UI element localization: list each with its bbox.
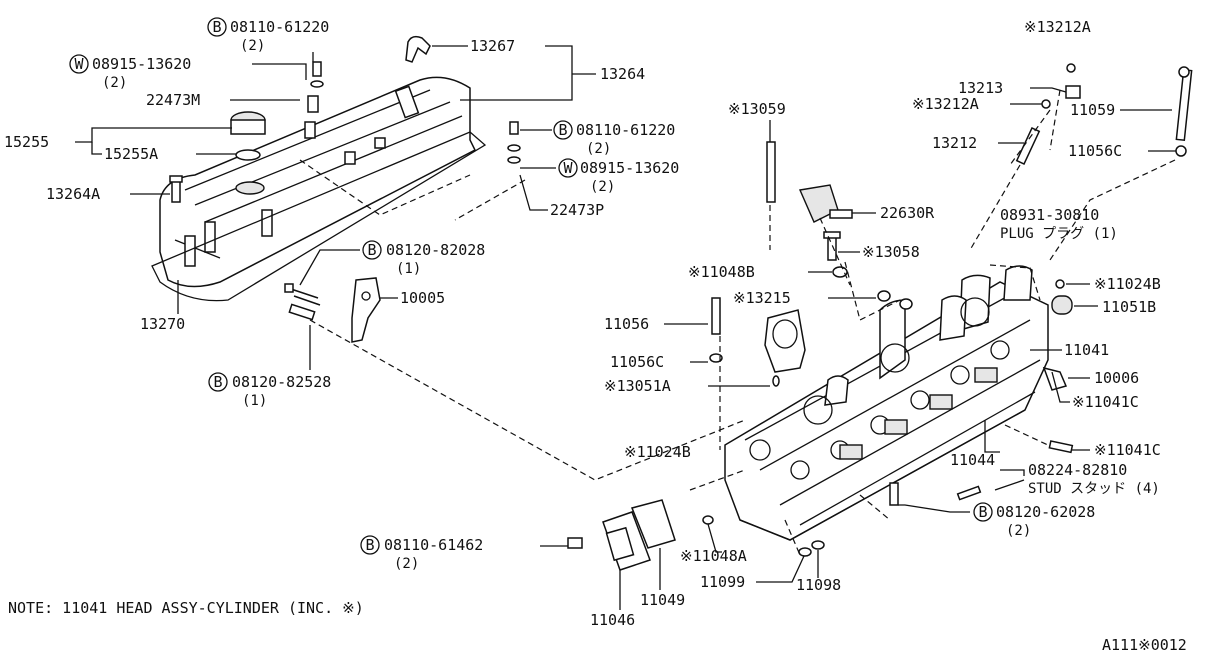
callout-11024b-right: ※11024B xyxy=(1094,275,1161,293)
bolt-marker: B xyxy=(362,240,382,260)
washer-marker: W xyxy=(558,158,578,178)
callout-15255: 15255 xyxy=(4,133,49,151)
bolt-marker: B xyxy=(208,372,228,392)
callout-qty: (2) xyxy=(586,141,611,157)
svg-text:B: B xyxy=(212,18,221,36)
callout-08224-82810: 08224-82810 xyxy=(1028,461,1127,479)
callout-08915-13620-mid: 08915-13620 xyxy=(580,159,679,177)
callout-11048b: ※11048B xyxy=(688,263,755,281)
bolt-marker: B xyxy=(360,535,380,555)
callout-13212a-mid: ※13212A xyxy=(912,95,979,113)
callout-08120-62028: 08120-62028 xyxy=(996,503,1095,521)
callout-11024b-left: ※11024B xyxy=(624,443,691,461)
callout-11046: 11046 xyxy=(590,611,635,629)
callout-13059: ※13059 xyxy=(728,100,786,118)
callout-08120-82528: 08120-82528 xyxy=(232,373,331,391)
callout-08110-61220-top: 08110-61220 xyxy=(230,18,329,36)
lifting-bracket xyxy=(284,277,381,343)
callout-qty: (2) xyxy=(102,75,127,91)
bolt-marker: B xyxy=(553,120,573,140)
callout-11056c: 11056C xyxy=(610,353,664,371)
callout-qty: (2) xyxy=(240,38,265,54)
svg-text:B: B xyxy=(367,241,376,259)
callout-qty: (1) xyxy=(242,393,267,409)
svg-text:B: B xyxy=(558,121,567,139)
cylinder-head xyxy=(724,265,1049,541)
callout-22473p: 22473P xyxy=(550,201,604,219)
callout-13212a-top: ※13212A xyxy=(1024,18,1091,36)
callout-13215: ※13215 xyxy=(733,289,791,307)
callout-stud: STUD スタッド (4) xyxy=(1028,481,1160,497)
callout-qty: (2) xyxy=(394,556,419,572)
callout-11099: 11099 xyxy=(700,573,745,591)
callout-08110-61220-mid: 08110-61220 xyxy=(576,121,675,139)
cover-bolts xyxy=(169,61,521,203)
leader-lines xyxy=(75,45,1176,610)
stud-and-bolts xyxy=(567,440,1074,557)
callout-13058: ※13058 xyxy=(862,243,920,261)
callout-11098: 11098 xyxy=(796,576,841,594)
rocker-cover-gasket xyxy=(151,131,487,302)
callout-11048a: ※11048A xyxy=(680,547,747,565)
callout-13270: 13270 xyxy=(140,315,185,333)
svg-text:W: W xyxy=(74,55,84,73)
callout-11044: 11044 xyxy=(950,451,995,469)
callout-13212: 13212 xyxy=(932,134,977,152)
dashed-guide-lines xyxy=(299,89,1176,556)
figure-id: A111※0012 xyxy=(1102,636,1187,654)
callout-11041c-right: ※11041C xyxy=(1072,393,1139,411)
svg-text:W: W xyxy=(563,159,573,177)
rocker-cover xyxy=(159,76,477,288)
callout-11056: 11056 xyxy=(604,315,649,333)
diagram-note: NOTE: 11041 HEAD ASSY-CYLINDER (INC. ※) xyxy=(8,599,364,617)
svg-text:B: B xyxy=(213,373,222,391)
oil-filler-cap xyxy=(230,111,266,161)
callout-22630r: 22630R xyxy=(880,204,935,222)
callout-13267: 13267 xyxy=(470,37,515,55)
callout-08931-30810: 08931-30810 xyxy=(1000,206,1099,224)
callout-13051a: ※13051A xyxy=(604,377,671,395)
breather-fitting xyxy=(405,35,431,63)
callout-22473m: 22473M xyxy=(146,91,200,109)
callout-13264a: 13264A xyxy=(46,185,100,203)
callout-qty: (2) xyxy=(1006,523,1031,539)
bolt-marker: B xyxy=(207,17,227,37)
callout-15255a: 15255A xyxy=(104,145,158,163)
callout-13213: 13213 xyxy=(958,79,1003,97)
svg-text:B: B xyxy=(365,536,374,554)
camshaft-bracket xyxy=(764,309,806,373)
callout-08915-13620-left: 08915-13620 xyxy=(92,55,191,73)
callout-11059: 11059 xyxy=(1070,101,1115,119)
callout-11049: 11049 xyxy=(640,591,685,609)
callout-11041: 11041 xyxy=(1064,341,1109,359)
bolts-and-small-parts xyxy=(709,63,1193,391)
exhaust-cover-and-gasket xyxy=(602,499,676,571)
callout-11041c-lower: ※11041C xyxy=(1094,441,1161,459)
callout-10005: 10005 xyxy=(400,289,445,307)
callout-11056c-top: 11056C xyxy=(1068,142,1122,160)
callout-13264: 13264 xyxy=(600,65,645,83)
svg-text:B: B xyxy=(978,503,987,521)
callout-qty: (1) xyxy=(396,261,421,277)
callout-plug: PLUG プラグ (1) xyxy=(1000,226,1118,242)
callout-qty: (2) xyxy=(590,179,615,195)
callout-10006: 10006 xyxy=(1094,369,1139,387)
callout-08110-61462: 08110-61462 xyxy=(384,536,483,554)
bolt-marker: B xyxy=(973,502,993,522)
callout-11051b: 11051B xyxy=(1102,298,1156,316)
callout-08120-82028: 08120-82028 xyxy=(386,241,485,259)
washer-marker: W xyxy=(69,54,89,74)
